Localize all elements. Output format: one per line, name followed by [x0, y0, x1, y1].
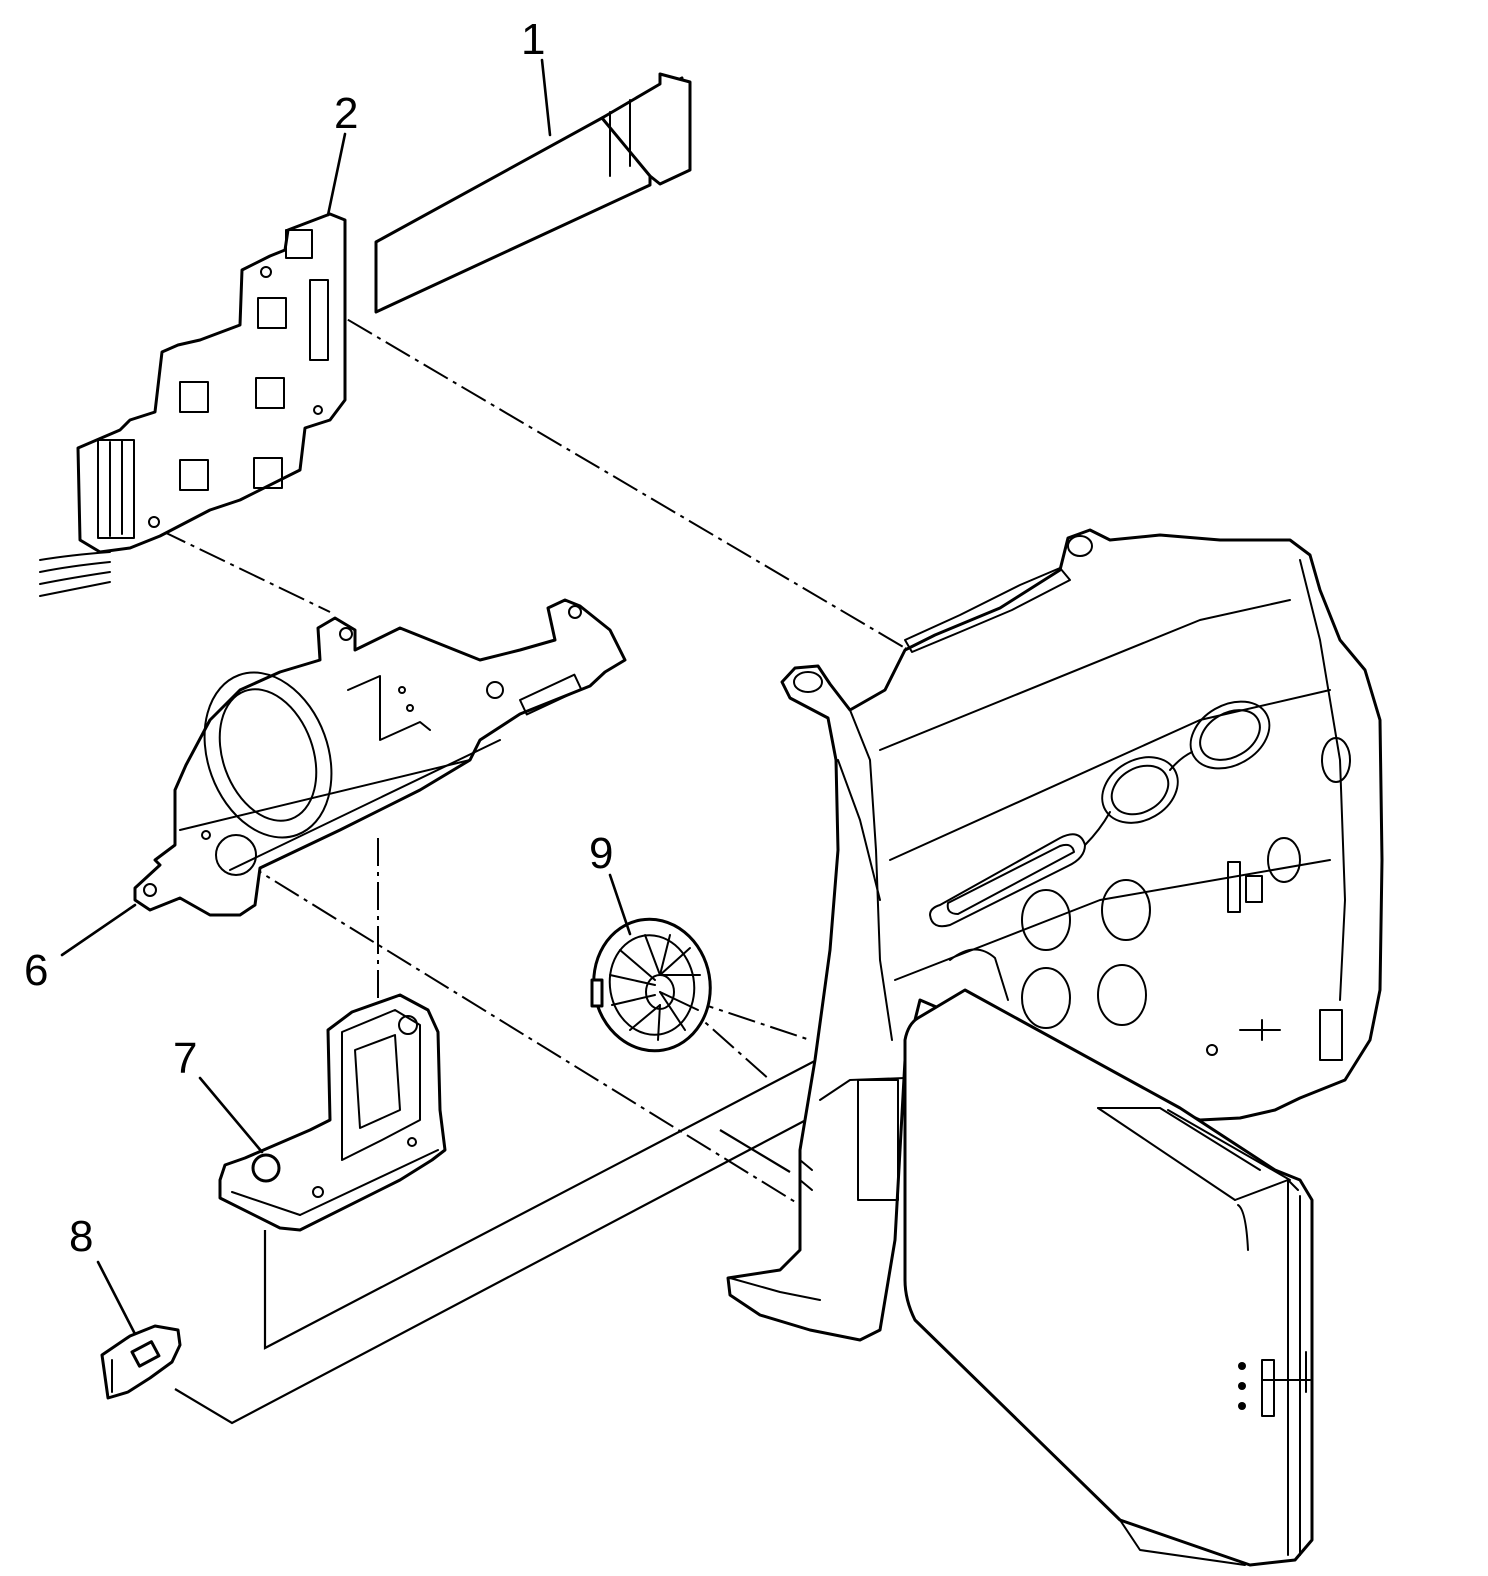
callout-9: 9 — [589, 829, 613, 878]
part-2-control-board — [39, 212, 347, 597]
part-6-metal-frame — [133, 598, 627, 917]
part-9-speaker — [590, 917, 712, 1053]
lcd-panel — [903, 988, 1314, 1567]
callout-leaders — [60, 58, 632, 1336]
callout-8: 8 — [69, 1212, 93, 1261]
callout-7: 7 — [173, 1034, 197, 1083]
callout-2: 2 — [334, 89, 358, 138]
part-7-bracket — [218, 993, 447, 1232]
callout-1: 1 — [521, 15, 545, 64]
camera-housing — [726, 528, 1384, 1342]
callout-6: 6 — [24, 946, 48, 995]
part-1-flexible-cable — [374, 72, 692, 314]
callout-labels: 1 2 6 7 8 9 — [24, 15, 613, 1261]
part-8-small-switch — [100, 1324, 182, 1400]
